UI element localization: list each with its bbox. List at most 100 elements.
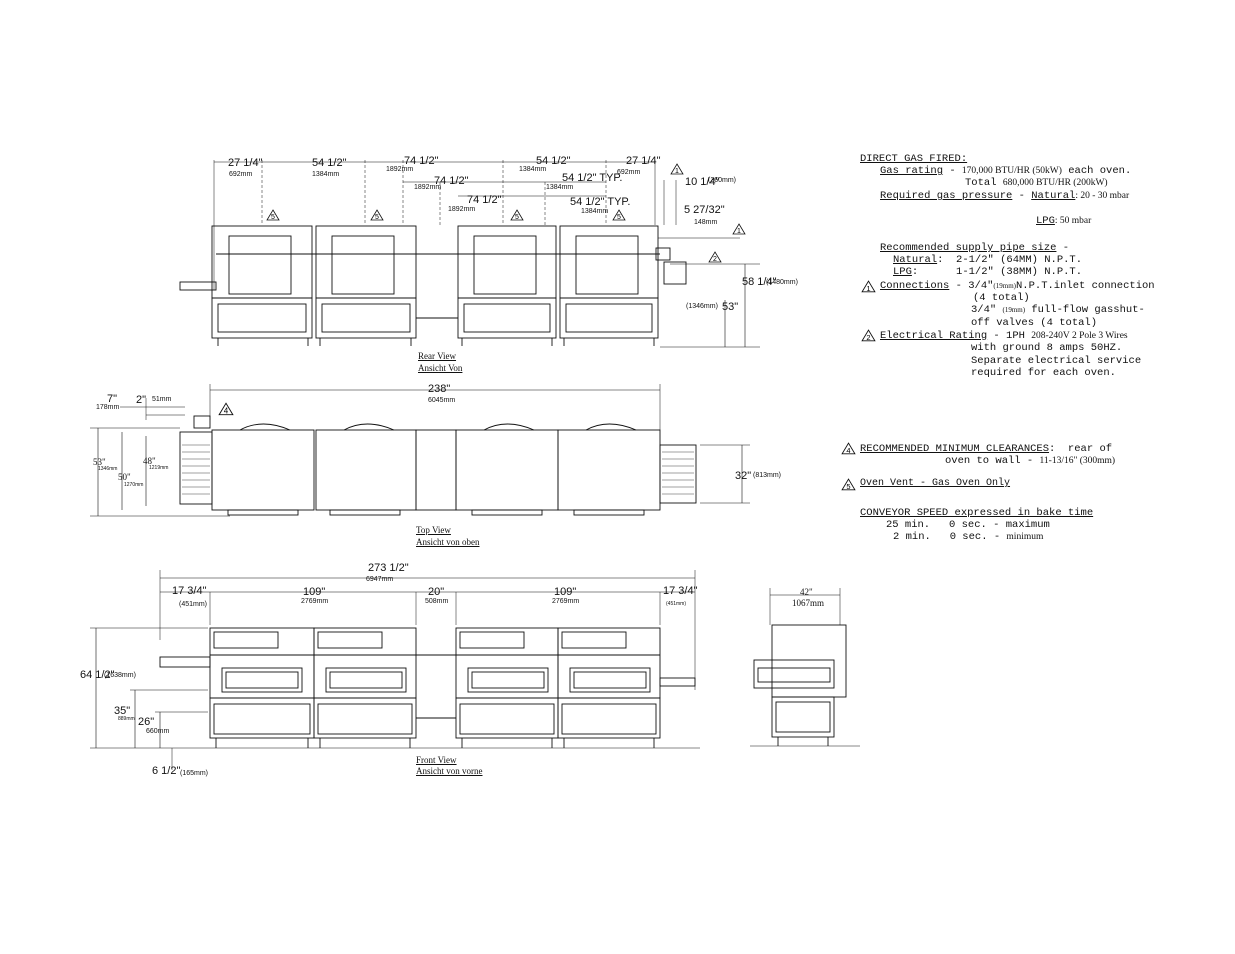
spec-clearance: RECOMMENDED MINIMUM CLEARANCES: rear of xyxy=(860,443,1112,456)
electrical-label: Electrical Rating xyxy=(880,330,988,342)
side-dim-mm: 1067mm xyxy=(792,598,825,608)
connections-triangle-number: 1 xyxy=(866,284,870,293)
front-dim-overall-mm: 6947mm xyxy=(366,576,394,583)
connections-l1c: N.P.T.inlet connection xyxy=(1015,280,1155,292)
rear-dim-11-mm: 148mm xyxy=(694,219,718,226)
clearance-triangle-number: 4 xyxy=(846,446,850,455)
rear-dim-2: 54 1/2" xyxy=(312,157,347,169)
front-dim-b: 109" xyxy=(303,586,326,598)
natural-label: Natural xyxy=(1031,190,1076,202)
front-dim-h3: 26" xyxy=(138,716,155,728)
top-dim-h1-mm: 1346mm xyxy=(98,466,118,472)
spec-pipe-lpg: LPG: 1-1/2" (38MM) N.P.T. xyxy=(893,266,1082,279)
top-dim-overall-mm: 6045mm xyxy=(428,397,456,404)
rear-dim-8: 74 1/2" xyxy=(467,194,502,206)
spec-pressure: Required gas pressure - Natural: 20 - 30… xyxy=(880,190,1129,203)
rear-dim-11: 5 27/32" xyxy=(684,204,725,216)
top-dim-left2-mm: 51mm xyxy=(152,396,172,403)
rear-dim-6-mm: 1892mm xyxy=(414,184,442,191)
gas-rating-tail: each oven. xyxy=(1061,165,1132,177)
rear-view-caption-de: Ansicht Von xyxy=(418,363,463,373)
connections-label: Connections xyxy=(880,280,950,292)
top-dim-h2: 50" xyxy=(118,472,131,482)
rear-dim-4-mm: 1384mm xyxy=(519,166,547,173)
conveyor-min-a: 2 min. 0 sec. - xyxy=(893,531,1007,543)
triangle-5d-number: 5 xyxy=(617,214,621,221)
top-dim-right-mm: (813mm) xyxy=(753,472,782,479)
lpg-value: : 50 mbar xyxy=(1054,216,1092,226)
connections-l1b: (19mm) xyxy=(993,282,1016,290)
front-dim-a: 17 3/4" xyxy=(172,585,207,597)
clearance-label: RECOMMENDED MINIMUM CLEARANCES xyxy=(860,443,1050,455)
connections-l3c: full-flow gasshut- xyxy=(1025,304,1145,316)
lpg-label: LPG xyxy=(1036,215,1055,227)
top-dim-left1: 7" xyxy=(107,393,118,405)
front-view-caption: Front View xyxy=(416,755,457,765)
front-dim-h2-mm: 889mm xyxy=(118,716,135,722)
direct-gas-heading: DIRECT GAS FIRED: xyxy=(860,153,968,165)
spec-electrical-l3: Separate electrical service xyxy=(971,355,1142,367)
rear-dim-13: 53" xyxy=(722,301,739,313)
gas-rating-label: Gas rating xyxy=(880,165,944,177)
spec-electrical-l2: with ground 8 amps 50HZ. xyxy=(971,342,1123,354)
rear-dim-9: 54 1/2" TYP. xyxy=(570,196,631,208)
top-view-caption: Top View xyxy=(416,525,451,535)
rear-dim-1-mm: 692mm xyxy=(229,171,253,178)
total-label: Total xyxy=(965,177,997,189)
triangle-2-symbol: 2 xyxy=(708,250,722,268)
electrical-l1a: - 1PH xyxy=(987,330,1032,342)
rear-dim-10: 10 1/4" xyxy=(685,176,720,188)
triangle-5c-symbol: 5 xyxy=(510,208,524,226)
top-dim-right: 32" xyxy=(735,470,752,482)
top-view-caption-de: Ansicht von oben xyxy=(416,537,480,547)
pipe-heading: Recommended supply pipe size xyxy=(880,242,1057,254)
rear-dim-4: 54 1/2" xyxy=(536,155,571,167)
rear-dim-3-mm: 1892mm xyxy=(386,166,414,173)
spec-conveyor-min: 2 min. 0 sec. - minimum xyxy=(893,531,1043,544)
connections-l3a: 3/4" xyxy=(971,304,1003,316)
front-dim-h4: 6 1/2" xyxy=(152,765,181,777)
conveyor-heading: CONVEYOR SPEED expressed in bake time xyxy=(860,507,1094,519)
top-dim-h3: 48" xyxy=(143,456,156,466)
front-dim-d-mm: 2769mm xyxy=(552,598,580,605)
front-view xyxy=(90,570,700,770)
spec-connections: Connections - 3/4"(19mm)N.P.T.inlet conn… xyxy=(880,280,1155,293)
rear-dim-5: 27 1/4" xyxy=(626,155,661,167)
front-dim-c-mm: 508mm xyxy=(425,598,449,605)
front-view-caption-de: Ansicht von vorne xyxy=(416,766,483,776)
connections-l1a: - 3/4" xyxy=(949,280,994,292)
top-dim-h1: 53" xyxy=(93,457,106,467)
triangle-5d-symbol: 5 xyxy=(612,208,626,226)
rear-dim-9-mm: 1384mm xyxy=(581,208,609,215)
spec-conveyor-heading: CONVEYOR SPEED expressed in bake time xyxy=(860,507,1093,520)
pipe-natural-value: : 2-1/2" (64MM) N.P.T. xyxy=(937,254,1083,266)
spec-electrical-l4: required for each oven. xyxy=(971,367,1116,379)
triangle-1b-symbol: 1 xyxy=(732,222,746,240)
spec-connections-l4: off valves (4 total) xyxy=(971,317,1098,329)
front-dim-overall: 273 1/2" xyxy=(368,562,409,574)
rear-dim-13-mm: (1346mm) xyxy=(686,303,718,310)
req-pressure-dash: - xyxy=(1012,190,1032,202)
gas-rating-value: 170,000 BTU/HR (50kW) xyxy=(961,166,1062,176)
front-dim-e: 17 3/4" xyxy=(663,585,698,597)
rear-dim-5-mm: 692mm xyxy=(617,169,641,176)
spec-clearance-l2: oven to wall - 11-13/16" (300mm) xyxy=(945,455,1115,468)
spec-pipe-natural: Natural: 2-1/2" (64MM) N.P.T. xyxy=(893,254,1082,267)
electrical-triangle-number: 2 xyxy=(866,333,870,342)
front-dim-c: 20" xyxy=(428,586,445,598)
clearance-triangle-icon: 4 xyxy=(841,442,856,460)
spec-vent: Oven Vent - Gas Oven Only xyxy=(860,478,1010,491)
rear-dim-10-mm: (260mm) xyxy=(708,177,737,184)
triangle-1-symbol: 1 xyxy=(670,162,684,180)
spec-gas-rating: Gas rating - 170,000 BTU/HR (50kW) each … xyxy=(880,165,1131,178)
pipe-natural-label: Natural xyxy=(893,254,938,266)
top-dim-left1-mm: 178mm xyxy=(96,404,120,411)
clearance-l2a: oven to wall - xyxy=(945,455,1040,467)
side-view xyxy=(750,588,860,747)
top-dim-h3-mm: 1219mm xyxy=(149,465,169,471)
spec-total: Total 680,000 BTU/HR (200kW) xyxy=(965,177,1108,190)
rear-dim-12-mm: (1480mm) xyxy=(766,279,798,286)
top-dim-overall: 238" xyxy=(428,383,451,395)
front-dim-a-mm: (451mm) xyxy=(179,601,208,608)
